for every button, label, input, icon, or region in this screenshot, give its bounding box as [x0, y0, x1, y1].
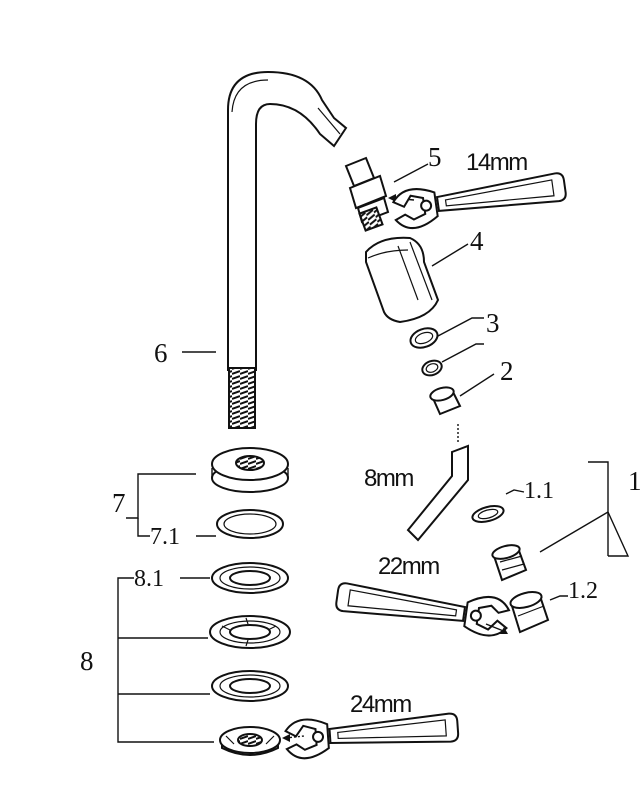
- label-part-6: 6: [154, 338, 168, 368]
- label-part-7: 7: [112, 488, 126, 518]
- handle-part-4: [365, 236, 440, 324]
- cartridge-stem-part-5: [344, 156, 390, 232]
- label-hex-key-8mm: 8mm: [364, 465, 413, 492]
- spout-part-6: [227, 70, 348, 429]
- hex-key-8mm: [406, 424, 469, 542]
- wrench-22mm: [333, 574, 512, 640]
- label-part-5: 5: [428, 142, 442, 172]
- label-part-1-1: 1.1: [524, 478, 554, 504]
- label-part-7-1: 7.1: [150, 524, 180, 550]
- label-part-1-2: 1.2: [568, 578, 598, 604]
- gasket-lower: [211, 670, 289, 702]
- label-wrench-24mm: 24mm: [350, 691, 411, 718]
- nut-part-2: [429, 386, 462, 416]
- wrench-14mm: [390, 167, 569, 232]
- label-part-8: 8: [80, 646, 94, 676]
- label-part-3: 3: [486, 308, 500, 338]
- nut-part-7: [211, 447, 289, 493]
- aerator-part-1: [471, 505, 550, 634]
- slotted-washer: [209, 615, 291, 649]
- hex-nut: [219, 726, 281, 756]
- label-part-2: 2: [500, 356, 514, 386]
- gasket-part-8-1: [211, 562, 289, 594]
- label-part-4: 4: [470, 226, 484, 256]
- label-part-8-1: 8.1: [134, 566, 164, 592]
- label-part-1: 1: [628, 466, 640, 496]
- label-wrench-14mm: 14mm: [466, 149, 527, 176]
- washer-part-7-1: [216, 509, 284, 539]
- o-rings-part-3: [409, 327, 443, 377]
- label-wrench-22mm: 22mm: [378, 553, 439, 580]
